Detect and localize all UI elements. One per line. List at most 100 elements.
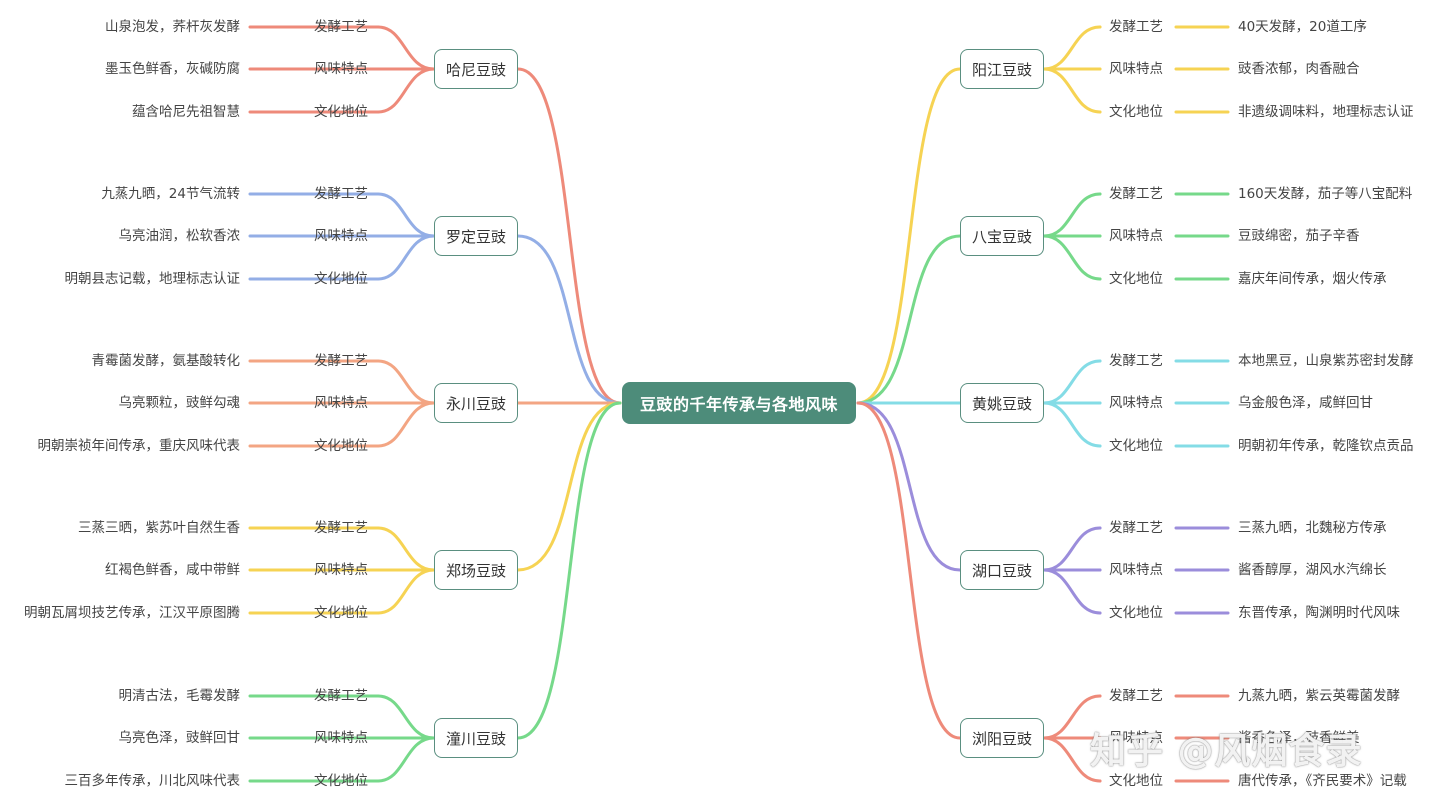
category-label[interactable]: 发酵工艺 xyxy=(314,520,368,536)
branch-node[interactable]: 黄姚豆豉 xyxy=(960,383,1044,423)
trunk-line xyxy=(516,67,622,405)
detail-label[interactable]: 青霉菌发酵，氨基酸转化 xyxy=(91,353,241,369)
category-label[interactable]: 发酵工艺 xyxy=(1109,520,1163,536)
detail-label[interactable]: 九蒸九晒，24节气流转 xyxy=(101,186,240,202)
branch-line xyxy=(1042,401,1102,448)
detail-label[interactable]: 明朝崇祯年间传承，重庆风味代表 xyxy=(37,438,241,454)
category-label[interactable]: 发酵工艺 xyxy=(314,186,368,202)
branch-node[interactable]: 罗定豆豉 xyxy=(434,216,518,256)
branch-line xyxy=(376,234,436,281)
detail-label[interactable]: 九蒸九晒，紫云英霉菌发酵 xyxy=(1238,688,1400,704)
detail-label[interactable]: 乌金般色泽，咸鲜回甘 xyxy=(1238,395,1373,411)
branch-node[interactable]: 郑场豆豉 xyxy=(434,550,518,590)
branch-line xyxy=(376,401,436,448)
detail-label[interactable]: 乌亮色泽，豉鲜回甘 xyxy=(118,730,241,746)
branch-line xyxy=(376,736,436,783)
trunk-line xyxy=(516,401,622,572)
category-label[interactable]: 风味特点 xyxy=(314,562,368,578)
watermark: 知乎 @风烟食录 xyxy=(1090,731,1363,772)
detail-label[interactable]: 明清古法，毛霉发酵 xyxy=(118,688,241,704)
branch-line xyxy=(1042,67,1102,114)
branch-line xyxy=(376,526,436,572)
branch-line xyxy=(376,67,436,114)
category-label[interactable]: 风味特点 xyxy=(1109,61,1163,77)
detail-label[interactable]: 三蒸九晒，北魏秘方传承 xyxy=(1238,520,1387,536)
category-label[interactable]: 文化地位 xyxy=(1109,438,1163,454)
category-label[interactable]: 发酵工艺 xyxy=(1109,19,1163,35)
category-label[interactable]: 文化地位 xyxy=(1109,271,1163,287)
central-topic[interactable]: 豆豉的千年传承与各地风味 xyxy=(622,382,856,424)
category-label[interactable]: 文化地位 xyxy=(314,605,368,621)
detail-label[interactable]: 蕴含哈尼先祖智慧 xyxy=(132,104,240,120)
detail-label[interactable]: 东晋传承，陶渊明时代风味 xyxy=(1238,605,1400,621)
branch-line xyxy=(376,192,436,238)
category-label[interactable]: 发酵工艺 xyxy=(1109,688,1163,704)
detail-label[interactable]: 山泉泡发，荞杆灰发酵 xyxy=(105,19,240,35)
branch-line xyxy=(1042,568,1102,615)
detail-label[interactable]: 乌亮颗粒，豉鲜勾魂 xyxy=(118,395,241,411)
detail-label[interactable]: 豆豉绵密，茄子辛香 xyxy=(1238,228,1360,244)
detail-label[interactable]: 明朝初年传承，乾隆钦点贡品 xyxy=(1238,438,1414,454)
branch-node[interactable]: 八宝豆豉 xyxy=(960,216,1044,256)
branch-line xyxy=(1042,25,1102,71)
detail-label[interactable]: 嘉庆年间传承，烟火传承 xyxy=(1238,271,1387,287)
branch-line xyxy=(376,359,436,405)
category-label[interactable]: 风味特点 xyxy=(1109,395,1163,411)
branch-line xyxy=(1042,192,1102,238)
branch-line xyxy=(1042,736,1102,783)
category-label[interactable]: 风味特点 xyxy=(314,730,368,746)
category-label[interactable]: 发酵工艺 xyxy=(1109,186,1163,202)
trunk-line xyxy=(856,401,962,740)
category-label[interactable]: 文化地位 xyxy=(1109,605,1163,621)
detail-label[interactable]: 160天发酵，茄子等八宝配料 xyxy=(1238,186,1413,202)
category-label[interactable]: 文化地位 xyxy=(314,104,368,120)
category-label[interactable]: 发酵工艺 xyxy=(314,353,368,369)
category-label[interactable]: 文化地位 xyxy=(1109,773,1163,789)
category-label[interactable]: 风味特点 xyxy=(1109,730,1163,746)
detail-label[interactable]: 酱香醇厚，湖风水汽绵长 xyxy=(1238,562,1387,578)
branch-line xyxy=(1042,359,1102,405)
branch-line xyxy=(1042,234,1102,281)
detail-label[interactable]: 明朝县志记载，地理标志认证 xyxy=(64,271,241,287)
trunk-line xyxy=(516,234,622,405)
branch-line xyxy=(376,694,436,740)
detail-label[interactable]: 非遗级调味料，地理标志认证 xyxy=(1238,104,1414,120)
category-label[interactable]: 发酵工艺 xyxy=(1109,353,1163,369)
category-label[interactable]: 文化地位 xyxy=(314,438,368,454)
category-label[interactable]: 风味特点 xyxy=(1109,228,1163,244)
detail-label[interactable]: 40天发酵，20道工序 xyxy=(1238,19,1367,35)
trunk-line xyxy=(856,67,962,405)
branch-node[interactable]: 浏阳豆豉 xyxy=(960,718,1044,758)
detail-label[interactable]: 本地黑豆，山泉紫苏密封发酵 xyxy=(1238,353,1414,369)
category-label[interactable]: 风味特点 xyxy=(314,61,368,77)
detail-label[interactable]: 酱香色泽，豉香鲜美 xyxy=(1238,730,1360,746)
branch-node[interactable]: 湖口豆豉 xyxy=(960,550,1044,590)
branch-node[interactable]: 永川豆豉 xyxy=(434,383,518,423)
category-label[interactable]: 文化地位 xyxy=(314,773,368,789)
detail-label[interactable]: 乌亮油润，松软香浓 xyxy=(118,228,241,244)
branch-line xyxy=(1042,526,1102,572)
branch-node[interactable]: 潼川豆豉 xyxy=(434,718,518,758)
detail-label[interactable]: 豉香浓郁，肉香融合 xyxy=(1238,61,1360,77)
category-label[interactable]: 风味特点 xyxy=(314,395,368,411)
detail-label[interactable]: 墨玉色鲜香，灰碱防腐 xyxy=(105,61,240,77)
branch-line xyxy=(376,568,436,615)
branch-node[interactable]: 哈尼豆豉 xyxy=(434,49,518,89)
branch-node[interactable]: 阳江豆豉 xyxy=(960,49,1044,89)
trunk-line xyxy=(856,234,962,405)
category-label[interactable]: 文化地位 xyxy=(1109,104,1163,120)
branch-line xyxy=(376,25,436,71)
category-label[interactable]: 风味特点 xyxy=(314,228,368,244)
detail-label[interactable]: 红褐色鲜香，咸中带鲜 xyxy=(105,562,240,578)
category-label[interactable]: 发酵工艺 xyxy=(314,688,368,704)
trunk-line xyxy=(856,401,962,572)
detail-label[interactable]: 明朝瓦屑坝技艺传承，江汉平原图腾 xyxy=(24,605,240,621)
category-label[interactable]: 风味特点 xyxy=(1109,562,1163,578)
category-label[interactable]: 发酵工艺 xyxy=(314,19,368,35)
category-label[interactable]: 文化地位 xyxy=(314,271,368,287)
detail-label[interactable]: 三蒸三晒，紫苏叶自然生香 xyxy=(78,520,240,536)
detail-label[interactable]: 三百多年传承，川北风味代表 xyxy=(64,773,241,789)
trunk-line xyxy=(516,401,622,740)
detail-label[interactable]: 唐代传承，《齐民要术》记载 xyxy=(1238,773,1407,789)
